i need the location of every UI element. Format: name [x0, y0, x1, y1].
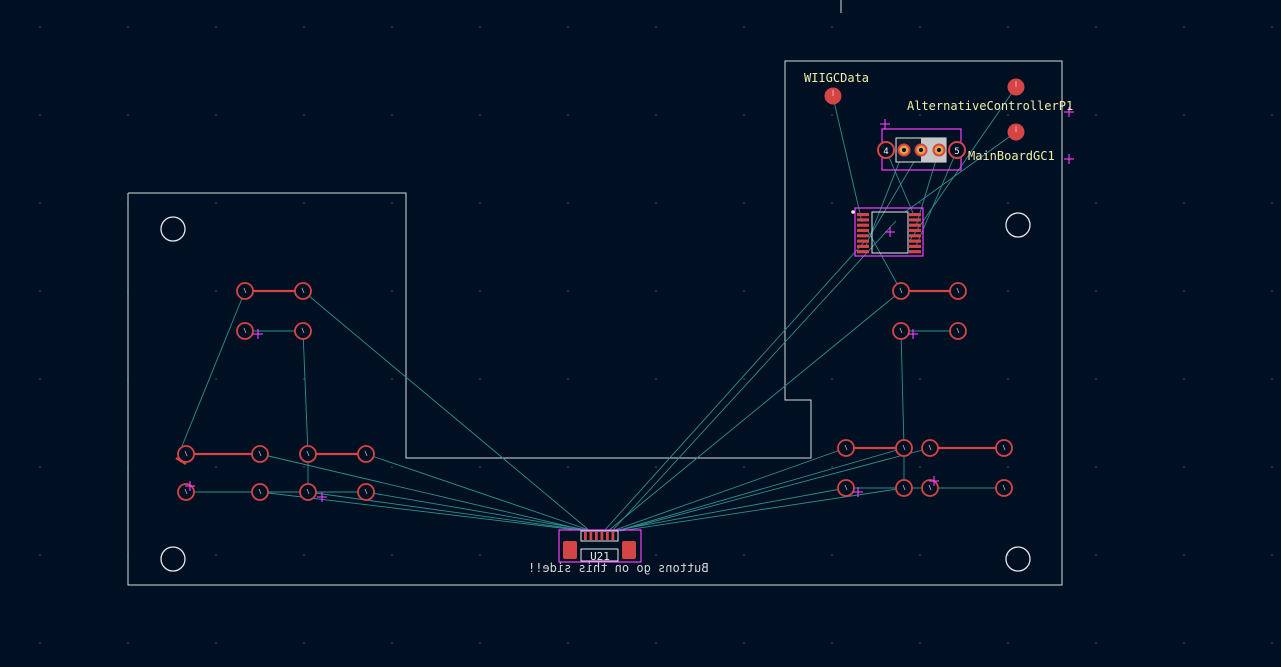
switch-pad — [236, 322, 254, 340]
switch-pad — [251, 445, 269, 463]
switch-pad — [995, 439, 1013, 457]
ratsnest — [177, 86, 1017, 532]
mounting-hole — [160, 546, 186, 572]
alternative-controller-label: AlternativeControllerP1 — [907, 99, 1074, 113]
u21-footprint: U21 — [558, 529, 642, 563]
mounting-hole — [1005, 212, 1031, 238]
switch-pad — [299, 483, 317, 501]
connector-pin-label: 4 — [883, 147, 888, 157]
mainboard-gc-label: MainBoardGC1 — [968, 149, 1055, 163]
switch-pad — [357, 483, 375, 501]
connector-footprint: 4 5 — [877, 128, 966, 171]
switch-pad — [357, 445, 375, 463]
anchor-crosshairs — [185, 107, 1074, 502]
switch-pad — [294, 282, 312, 300]
switch-pad — [949, 322, 967, 340]
copper-tracks — [175, 289, 1004, 465]
switch-pad — [892, 322, 910, 340]
wiigc-data-label: WIIGCData — [804, 71, 870, 85]
switch-pad — [177, 483, 195, 501]
switch-pad — [921, 439, 939, 457]
switch-pad — [837, 479, 855, 497]
switch-pad — [294, 322, 312, 340]
board-outline — [127, 60, 1063, 586]
connector-pin-label: 5 — [954, 147, 959, 157]
switch-pad — [949, 282, 967, 300]
switch-pad — [177, 445, 195, 463]
ic-footprint — [851, 207, 924, 257]
switch-pad — [895, 439, 913, 457]
mounting-hole — [1005, 546, 1031, 572]
switch-pad — [921, 479, 939, 497]
u21-ref-label: U21 — [590, 550, 610, 563]
switch-pad — [895, 479, 913, 497]
mounting-hole — [160, 216, 186, 242]
switch-pad — [995, 479, 1013, 497]
test-points — [824, 78, 1025, 141]
switch-pad — [892, 282, 910, 300]
switch-pad — [251, 483, 269, 501]
switch-pads — [177, 282, 1013, 501]
grid-dots — [39, 26, 1273, 644]
switch-pad — [236, 282, 254, 300]
mounting-holes — [160, 212, 1031, 572]
buttons-side-note: Buttons go on this side!! — [528, 561, 709, 575]
switch-pad — [299, 445, 317, 463]
switch-pad — [837, 439, 855, 457]
